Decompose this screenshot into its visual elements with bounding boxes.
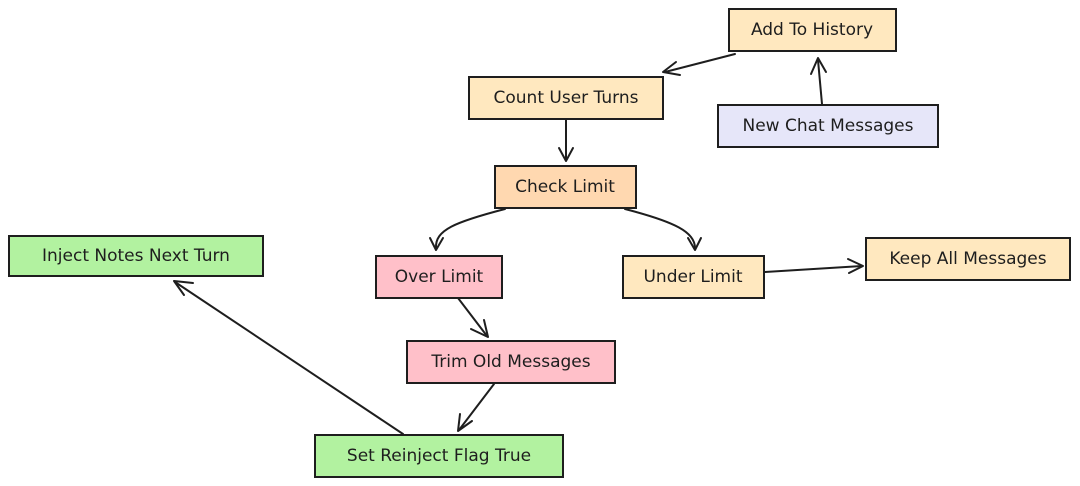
edge-set-flag-to-inject-notes xyxy=(173,280,404,435)
edge-add-history-to-count-turns xyxy=(662,53,736,76)
node-new-chat-messages[interactable]: New Chat Messages xyxy=(717,104,939,148)
node-trim-old-messages[interactable]: Trim Old Messages xyxy=(406,340,616,384)
node-over-limit[interactable]: Over Limit xyxy=(375,255,503,299)
node-set-reinject-flag-true[interactable]: Set Reinject Flag True xyxy=(314,434,564,478)
edge-count-turns-to-check-limit xyxy=(558,119,574,162)
node-inject-notes-next-turn-box xyxy=(8,235,264,277)
node-over-limit-box xyxy=(375,255,503,299)
node-under-limit-label: Under Limit xyxy=(643,267,742,287)
node-count-user-turns-box xyxy=(468,76,664,120)
node-trim-old-messages-label: Trim Old Messages xyxy=(430,352,590,372)
node-keep-all-messages[interactable]: Keep All Messages xyxy=(865,237,1071,281)
node-inject-notes-next-turn-label: Inject Notes Next Turn xyxy=(42,246,230,266)
node-set-reinject-flag-true-label: Set Reinject Flag True xyxy=(347,446,531,466)
node-under-limit[interactable]: Under Limit xyxy=(622,255,765,299)
edge-check-limit-to-under-limit xyxy=(624,208,702,251)
node-new-chat-messages-label: New Chat Messages xyxy=(743,116,914,136)
node-check-limit-label: Check Limit xyxy=(515,177,615,197)
node-add-to-history[interactable]: Add To History xyxy=(728,8,897,52)
node-inject-notes-next-turn[interactable]: Inject Notes Next Turn xyxy=(8,235,264,277)
node-over-limit-label: Over Limit xyxy=(395,267,484,287)
edge-new-chat-to-add-history xyxy=(810,57,827,105)
node-keep-all-messages-box xyxy=(865,237,1071,281)
node-check-limit[interactable]: Check Limit xyxy=(494,165,637,209)
edge-under-limit-to-keep-all xyxy=(764,258,864,274)
node-trim-old-messages-box xyxy=(406,340,616,384)
node-keep-all-messages-label: Keep All Messages xyxy=(889,249,1046,269)
edge-trim-to-set-flag xyxy=(457,383,495,432)
node-under-limit-box xyxy=(622,255,765,299)
node-set-reinject-flag-true-box xyxy=(314,434,564,478)
node-add-to-history-label: Add To History xyxy=(751,20,873,40)
edge-over-limit-to-trim xyxy=(457,297,489,338)
node-count-user-turns[interactable]: Count User Turns xyxy=(468,76,664,120)
node-count-user-turns-label: Count User Turns xyxy=(494,88,639,108)
node-new-chat-messages-box xyxy=(717,104,939,148)
node-add-to-history-box xyxy=(728,8,897,52)
node-check-limit-box xyxy=(494,165,637,209)
edge-check-limit-to-over-limit xyxy=(429,208,506,251)
